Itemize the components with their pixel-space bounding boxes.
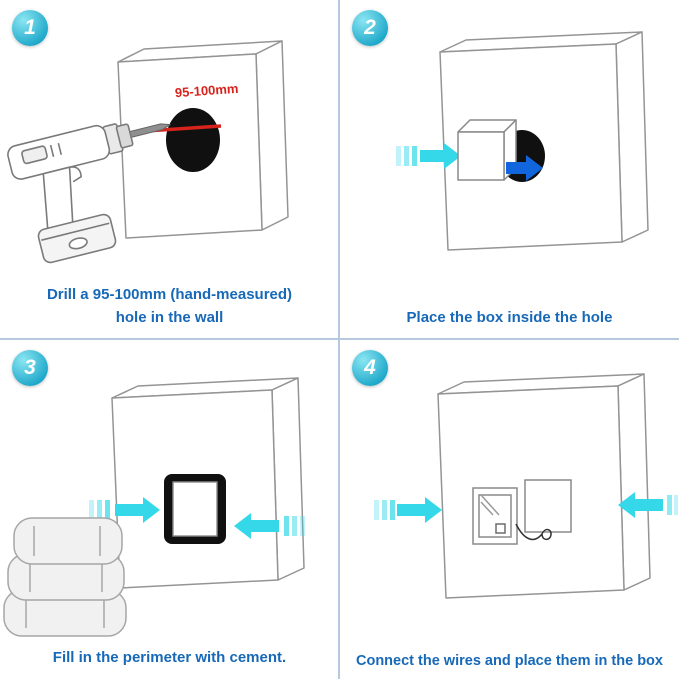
grid-divider-vertical	[338, 0, 340, 679]
wall-illustration	[439, 31, 649, 251]
cement-bags-icon	[3, 517, 127, 637]
caption-line-1: Fill in the perimeter with cement.	[52, 648, 287, 666]
wire-icon	[515, 523, 552, 541]
step-3-figure	[3, 377, 305, 637]
cyan-arrow-right-icon	[374, 497, 442, 523]
cyan-arrow-left-icon	[234, 513, 305, 539]
drilled-hole	[166, 108, 220, 172]
drill-icon	[7, 123, 171, 264]
step-number: 1	[24, 16, 36, 39]
step-4-caption: Connect the wires and place them in the …	[340, 651, 679, 673]
blue-arrow-icon	[506, 155, 543, 181]
step-2-panel: 2 Place the box inside the hole	[340, 0, 679, 339]
step-4-illustration	[340, 340, 679, 679]
step-1-caption: Drill a 95-100mm (hand-measured) hole in…	[0, 284, 339, 329]
step-4-figure	[374, 373, 678, 599]
measurement-label: 95-100mm	[174, 81, 239, 100]
cyan-arrow-right-icon	[89, 497, 160, 523]
step-number: 2	[364, 16, 376, 39]
mounting-box-icon	[457, 119, 517, 181]
step-4-panel: 4 Connect the wires and place them in th…	[340, 340, 679, 679]
step-1-panel: 95-100mm 1	[0, 0, 339, 339]
step-1-badge: 1	[12, 10, 48, 46]
box-cover-plate	[524, 479, 572, 533]
step-3-illustration	[0, 340, 339, 679]
caption-line-1: Connect the wires and place them in the …	[356, 653, 663, 670]
step-3-badge: 3	[12, 350, 48, 386]
caption-line-1: Drill a 95-100mm (hand-measured)	[46, 286, 293, 303]
step-number: 4	[364, 356, 376, 379]
step-2-illustration	[340, 0, 679, 339]
step-2-badge: 2	[352, 10, 388, 46]
caption-line-1: Place the box inside the hole	[406, 308, 613, 326]
cyan-arrow-left-icon	[618, 492, 678, 518]
step-number: 3	[24, 356, 36, 379]
caption-line-2: hole in the wall	[115, 308, 224, 326]
step-2-figure	[396, 31, 649, 251]
step-1-figure: 95-100mm	[7, 40, 289, 264]
step-1-illustration: 95-100mm	[0, 0, 339, 339]
step-4-badge: 4	[352, 350, 388, 386]
wired-device-icon	[472, 487, 518, 545]
box-in-hole	[172, 481, 218, 537]
step-3-panel: 3 Fill in the perimeter with cement.	[0, 340, 339, 679]
step-2-caption: Place the box inside the hole	[340, 307, 679, 330]
step-3-caption: Fill in the perimeter with cement.	[0, 647, 339, 670]
cyan-arrow-right-icon	[396, 143, 461, 169]
